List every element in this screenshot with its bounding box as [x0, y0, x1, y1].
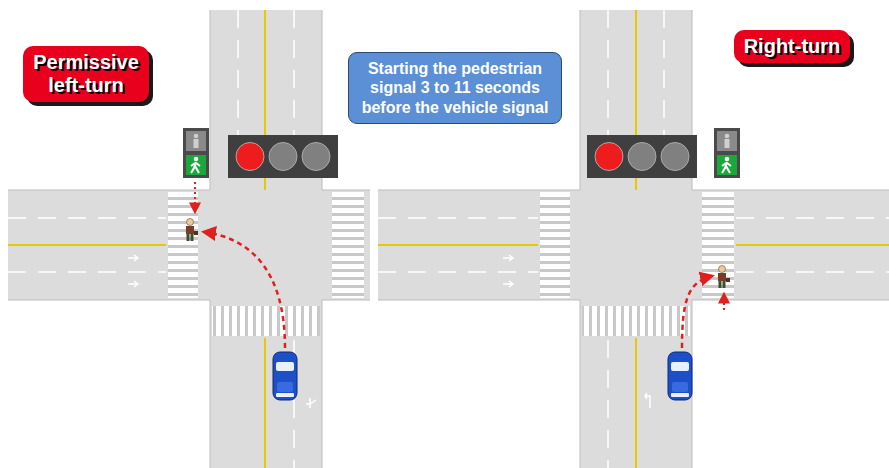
- crosswalk: [582, 306, 690, 336]
- road: [8, 190, 370, 300]
- crosswalk: [702, 192, 734, 298]
- crosswalk: [540, 192, 570, 298]
- turn-label: Permissive left-turn: [23, 46, 149, 102]
- left-intersection: [8, 10, 370, 468]
- crosswalk: [168, 192, 198, 298]
- label-text: Right-turn: [744, 35, 841, 58]
- crosswalk: [212, 306, 320, 336]
- note-box: Starting the pedestrian signal 3 to 11 s…: [348, 52, 562, 125]
- walk-arrow: [194, 182, 196, 212]
- label-text: Permissive left-turn: [33, 51, 139, 97]
- crosswalk: [332, 192, 364, 298]
- turn-path: [682, 276, 712, 348]
- label-text: Starting the pedestrian signal 3 to 11 s…: [357, 59, 553, 118]
- turn-label: Right-turn: [734, 30, 851, 63]
- walk-arrow: [723, 294, 725, 310]
- road: [378, 190, 889, 300]
- turn-path: [204, 232, 285, 348]
